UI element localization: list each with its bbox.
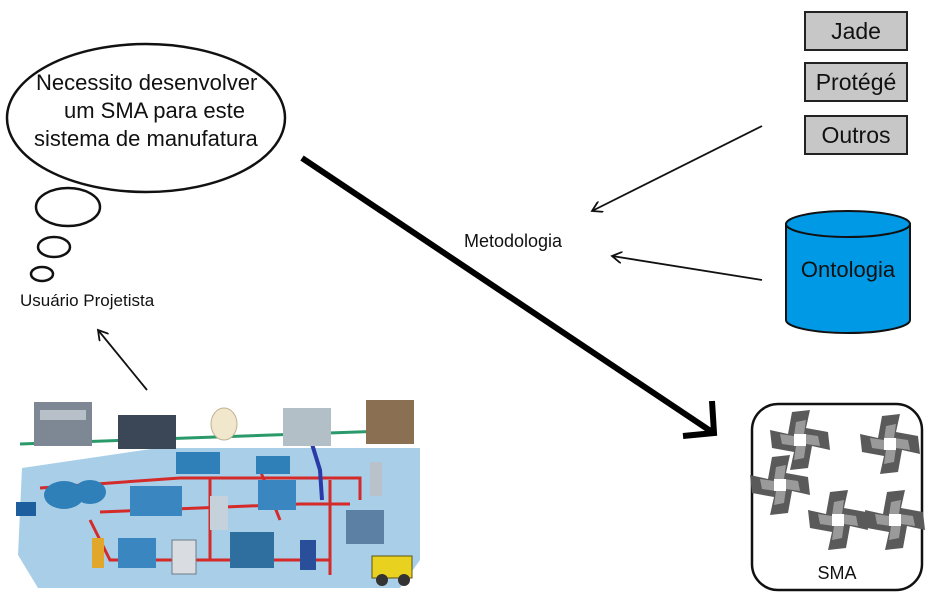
ontology-label: Ontologia: [800, 257, 896, 282]
user-label: Usuário Projetista: [20, 291, 155, 310]
sma-label: SMA: [817, 563, 857, 583]
tool-box-outros: Outros: [804, 115, 908, 155]
arrow-ontology-to-methodology: [612, 256, 763, 281]
machine-icon: [300, 540, 316, 570]
truck-icon: [16, 502, 36, 516]
ontology-cylinder: [785, 210, 911, 334]
machine-icon: [346, 510, 384, 544]
machine-icon: [130, 486, 182, 516]
loader-icon: [371, 555, 413, 579]
thought-line-2: um SMA para este: [64, 98, 245, 123]
machine-icon: [258, 480, 296, 510]
machine-icon: [283, 408, 331, 446]
machine-icon: [171, 539, 197, 575]
tool-box-jade: Jade: [804, 11, 908, 51]
thought-line-3: sistema de manufatura: [34, 126, 258, 151]
machine-icon: [230, 532, 274, 568]
thought-bubble: [5, 42, 287, 194]
thought-dot-small: [29, 265, 55, 283]
manufacturing-plant: [16, 400, 420, 588]
tool-box-protege: Protégé: [804, 62, 908, 102]
machine-icon: [92, 538, 104, 568]
arrow-tools-to-methodology: [592, 125, 763, 211]
machine-icon: [176, 452, 220, 474]
tank-icon: [74, 480, 106, 504]
machine-icon: [366, 400, 414, 444]
machine-icon: [118, 538, 156, 568]
tank-icon: [44, 481, 84, 509]
loader-wheel: [376, 574, 388, 586]
machine-icon: [256, 456, 290, 474]
arrow-main-to-sma: [300, 155, 714, 435]
arrow-plant-to-user: [98, 330, 148, 391]
plant-pipe-blue: [310, 443, 324, 501]
arrow-main-head: [682, 400, 718, 439]
methodology-label: Metodologia: [464, 231, 563, 251]
thought-dot-large: [34, 186, 102, 228]
thought-line-1: Necessito desenvolver: [36, 70, 258, 95]
machine-icon: [34, 402, 92, 446]
machine-icon: [370, 462, 382, 496]
machine-icon: [210, 496, 228, 530]
machine-detail: [40, 410, 86, 420]
thought-dot-medium: [36, 235, 72, 259]
loader-wheel: [398, 574, 410, 586]
tank-icon: [210, 407, 238, 441]
machine-icon: [118, 415, 176, 449]
